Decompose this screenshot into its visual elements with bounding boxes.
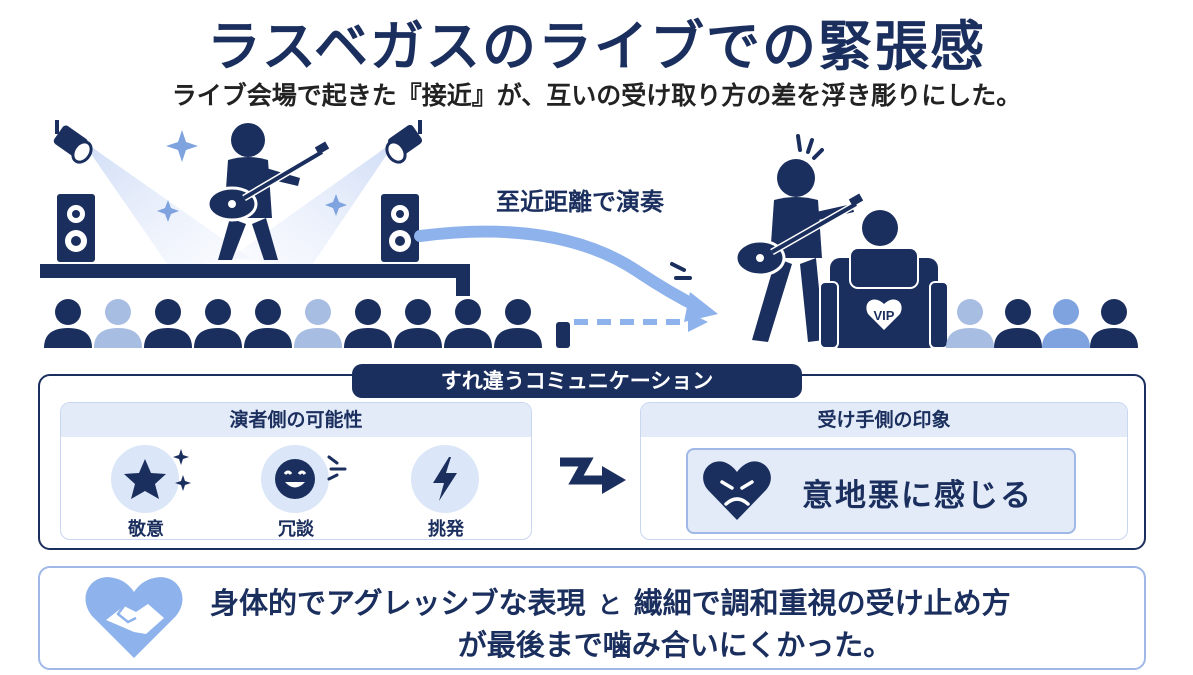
- performer-item-joke: 冗談: [251, 445, 347, 540]
- zigzag-arrow-icon: [560, 457, 626, 494]
- conclusion-connector: と: [597, 591, 622, 619]
- speaker-left-icon: [57, 194, 95, 262]
- audience-right: [946, 299, 1138, 348]
- conclusion-part-2: 繊細で調和重視の受け止め方: [633, 586, 1011, 620]
- smile-icon: [275, 459, 315, 499]
- star-icon: [124, 459, 166, 499]
- receiver-side-heading: 受け手側の印象: [641, 403, 1127, 437]
- arrow-label: 至近距離で演奏: [496, 188, 664, 216]
- vip-guest-icon: VIP: [819, 210, 949, 349]
- guitarist-on-stage-icon: [206, 123, 330, 260]
- spotlight-beam-right: [230, 138, 398, 268]
- vip-label: VIP: [874, 308, 895, 323]
- performer-item-label: 敬意: [128, 519, 164, 540]
- performer-item-label: 挑発: [428, 519, 464, 540]
- stage-platform: [40, 264, 470, 278]
- communication-title: すれ違うコミュニケーション: [352, 364, 802, 398]
- conclusion-box: [38, 566, 1146, 670]
- page-subtitle: ライブ会場で起きた『接近』が、互いの受け取り方の差を浮き彫りにした。: [171, 81, 1022, 110]
- spotlight-left-icon: [53, 120, 93, 164]
- emphasis-lines-icon: [327, 455, 347, 481]
- performer-item-respect: 敬意: [101, 445, 191, 540]
- angry-heart-icon: [703, 461, 771, 520]
- performer-side-panel: 演者側の可能性 敬意 冗談: [60, 402, 532, 540]
- performer-item-label: 冗談: [278, 519, 314, 540]
- conclusion-line-2: が最後まで噛み合いにくかった。: [457, 628, 893, 662]
- impression-text: 意地悪に感じる: [802, 478, 1033, 514]
- speaker-right-icon: [381, 194, 419, 262]
- page-title: ラスベガスのライブでの緊張感: [206, 15, 987, 78]
- sparkle-icon: [157, 130, 347, 222]
- handshake-heart-icon: [85, 577, 183, 658]
- spotlight-beam-left: [80, 138, 250, 268]
- spotlight-right-icon: [385, 120, 423, 164]
- lightning-icon: [433, 457, 457, 501]
- conclusion-line-1: 身体的でアグレッシブな表現と繊細で調和重視の受け止め方: [210, 580, 1140, 622]
- impression-box: [686, 448, 1076, 534]
- audience-left: [44, 299, 542, 348]
- concert-scene-illustration: VIP: [40, 120, 1138, 349]
- guitarist-approaching-icon: [734, 159, 864, 342]
- conclusion-part-1: 身体的でアグレッシブな表現: [210, 586, 586, 620]
- performer-side-heading: 演者側の可能性: [61, 403, 531, 437]
- emphasis-lines: [670, 134, 824, 280]
- approach-arrow: [414, 225, 706, 314]
- sparkle-icon: [173, 449, 191, 491]
- performer-item-provocation: 挑発: [401, 445, 491, 540]
